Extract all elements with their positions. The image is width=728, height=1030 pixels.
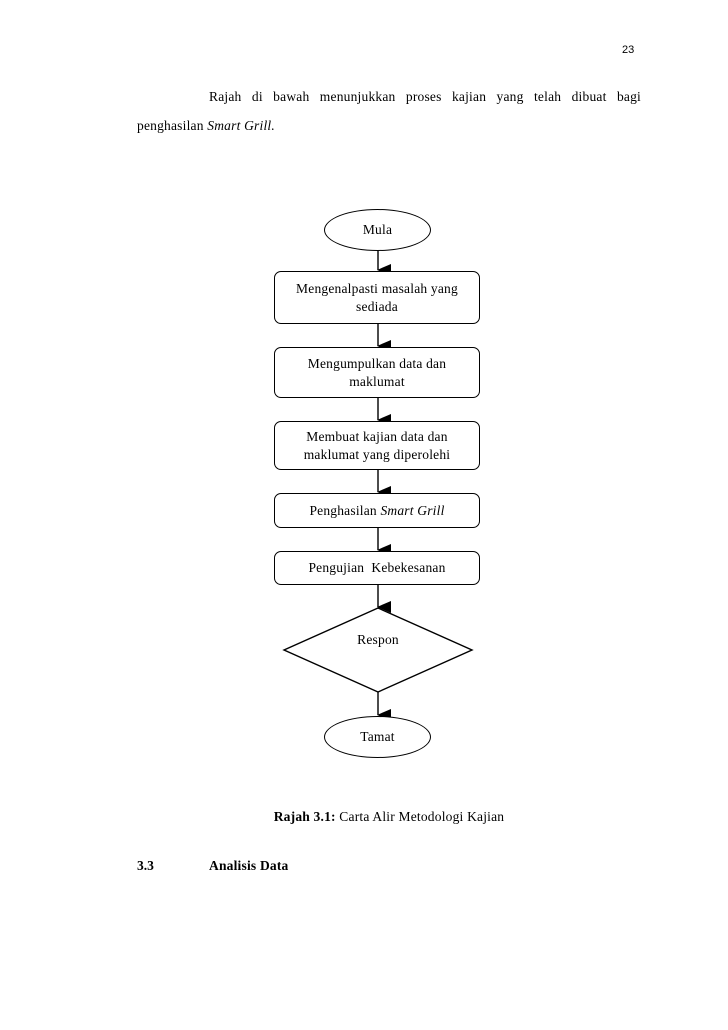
- process-step-4: Penghasilan Smart Grill: [274, 493, 480, 528]
- process-step-3: Membuat kajian data dan maklumat yang di…: [274, 421, 480, 470]
- page-number: 23: [622, 44, 635, 56]
- process-step-1: Mengenalpasti masalah yang sediada: [274, 271, 480, 324]
- section-title: Analisis Data: [209, 858, 289, 873]
- step-1-line-1: Mengenalpasti masalah yang: [296, 280, 458, 296]
- section-number: 3.3: [137, 858, 154, 873]
- step-4-prefix: Penghasilan: [309, 502, 381, 518]
- figure-caption: Rajah 3.1: Carta Alir Metodologi Kajian: [210, 809, 568, 825]
- end-terminal: Tamat: [324, 716, 431, 758]
- step-1-line-2: sediada: [356, 298, 398, 314]
- process-step-5: Pengujian Kebekesanan: [274, 551, 480, 585]
- intro-paragraph-line-1: Rajah di bawah menunjukkan proses kajian…: [209, 89, 641, 104]
- start-terminal: Mula: [324, 209, 431, 251]
- decision-diamond: [282, 607, 474, 693]
- step-2-line-2: maklumat: [349, 373, 405, 389]
- process-step-2: Mengumpulkan data dan maklumat: [274, 347, 480, 398]
- intro-paragraph-line-2: penghasilan Smart Grill.: [137, 118, 641, 134]
- intro-italic-product: Smart Grill.: [207, 118, 275, 133]
- start-label: Mula: [362, 222, 393, 237]
- step-4-italic: Smart Grill: [380, 502, 445, 518]
- step-3-line-2: maklumat yang diperolehi: [303, 446, 451, 462]
- caption-text: Carta Alir Metodologi Kajian: [335, 809, 505, 824]
- decision-label: Respon: [357, 632, 399, 647]
- caption-label: Rajah 3.1:: [273, 809, 336, 824]
- step-5-label: Pengujian Kebekesanan: [308, 560, 446, 575]
- step-2-line-1: Mengumpulkan data dan: [307, 355, 447, 371]
- end-label: Tamat: [360, 729, 395, 744]
- step-3-line-1: Membuat kajian data dan: [306, 428, 448, 444]
- intro-prefix: penghasilan: [137, 118, 208, 133]
